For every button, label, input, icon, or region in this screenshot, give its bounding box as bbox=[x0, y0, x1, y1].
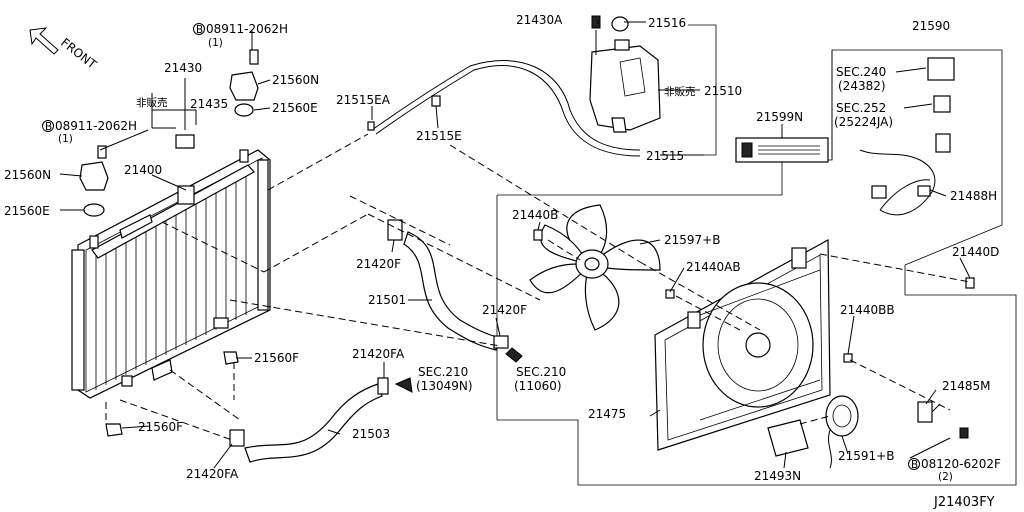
label-sec240-sub: (24382) bbox=[838, 79, 886, 93]
label-21430: 21430 bbox=[164, 61, 202, 75]
reservoir-tank-21510 bbox=[589, 16, 661, 133]
cooling-fan-blade-21597 bbox=[529, 204, 661, 331]
label-bolt-qty-top: (1) bbox=[208, 37, 223, 49]
label-21599N: 21599N bbox=[756, 110, 803, 124]
front-label: FRONT bbox=[58, 35, 99, 72]
label-21440AB: 21440AB bbox=[686, 260, 741, 274]
label-not-sold-1: 非販売 bbox=[136, 96, 168, 109]
label-21515E: 21515E bbox=[416, 129, 462, 143]
label-21440BB: 21440BB bbox=[840, 303, 895, 317]
label-bolt-qty-left: (1) bbox=[58, 133, 73, 145]
label-21516: 21516 bbox=[648, 16, 686, 30]
label-21400: 21400 bbox=[124, 163, 162, 177]
label-sec210-a-sub: (13049N) bbox=[416, 379, 473, 393]
label-21515: 21515 bbox=[646, 149, 684, 163]
label-21475: 21475 bbox=[588, 407, 626, 421]
label-21560N-left: 21560N bbox=[4, 168, 51, 182]
label-bolt-08911-left: 08911-2062H bbox=[55, 119, 137, 133]
label-sec252-sub: (25224JA) bbox=[834, 115, 893, 129]
label-21420F-a: 21420F bbox=[356, 257, 401, 271]
label-sec252: SEC.252 bbox=[836, 101, 886, 115]
label-21560N-top: 21560N bbox=[272, 73, 319, 87]
label-21590: 21590 bbox=[912, 19, 950, 33]
label-21440D: 21440D bbox=[952, 245, 999, 259]
svg-text:B: B bbox=[45, 121, 52, 133]
resistor-21485M bbox=[917, 401, 969, 439]
label-21560E-left: 21560E bbox=[4, 204, 50, 218]
front-direction-indicator: FRONT bbox=[29, 27, 100, 72]
label-21420FA-top: 21420FA bbox=[352, 347, 405, 361]
label-21591B: 21591+B bbox=[838, 449, 894, 463]
label-21503: 21503 bbox=[352, 427, 390, 441]
label-21420FA-bottom: 21420FA bbox=[186, 467, 239, 481]
overflow-hose-21515 bbox=[367, 60, 641, 157]
svg-text:B: B bbox=[196, 24, 203, 36]
label-21597B: 21597+B bbox=[664, 233, 720, 247]
label-sec210-b-sub: (11060) bbox=[514, 379, 562, 393]
bolt-callout-bottom: B 08120-6202F (2) bbox=[908, 457, 1001, 483]
label-21515EA: 21515EA bbox=[336, 93, 391, 107]
label-sec210-a: SEC.210 bbox=[418, 365, 468, 379]
assembly-dash-lines bbox=[105, 133, 971, 441]
label-bolt-08120: 08120-6202F bbox=[921, 457, 1001, 471]
bolt-callout-left: B 08911-2062H (1) bbox=[42, 119, 137, 145]
label-bolt-08911-top: 08911-2062H bbox=[206, 22, 288, 36]
leader-lines bbox=[59, 20, 971, 469]
label-21493N: 21493N bbox=[754, 469, 801, 483]
mount-bushings bbox=[79, 15, 601, 437]
fan-shroud-21475 bbox=[654, 238, 831, 451]
svg-text:B: B bbox=[911, 459, 918, 471]
label-sec240: SEC.240 bbox=[836, 65, 886, 79]
label-21501: 21501 bbox=[368, 293, 406, 307]
bolt-callout-top: B 08911-2062H (1) bbox=[193, 22, 288, 49]
diagram-code: J21403FY bbox=[933, 495, 995, 510]
label-21560F-mid: 21560F bbox=[254, 351, 299, 365]
label-21420F-b: 21420F bbox=[482, 303, 527, 317]
upper-hose-21501 bbox=[387, 219, 523, 363]
label-21440B: 21440B bbox=[512, 208, 558, 222]
callout-labels: 21430A 21516 21590 B 08911-2062H (1) 214… bbox=[4, 13, 1001, 510]
label-sec210-b: SEC.210 bbox=[516, 365, 566, 379]
caution-label-21599N bbox=[735, 137, 829, 163]
label-21430A: 21430A bbox=[516, 13, 563, 27]
label-21560E-top: 21560E bbox=[272, 101, 318, 115]
label-not-sold-2: 非販売 bbox=[664, 85, 696, 98]
relay-harness-group bbox=[859, 57, 955, 216]
label-21488H: 21488H bbox=[950, 189, 997, 203]
label-21510: 21510 bbox=[704, 84, 742, 98]
radiator-21400 bbox=[71, 149, 271, 399]
label-21435: 21435 bbox=[190, 97, 228, 111]
label-bolt-qty-bottom: (2) bbox=[938, 471, 953, 483]
label-21485M: 21485M bbox=[942, 379, 991, 393]
label-21560F-low: 21560F bbox=[138, 420, 183, 434]
fan-control-unit-21493N bbox=[767, 419, 809, 457]
lower-hose-21503 bbox=[229, 377, 413, 463]
